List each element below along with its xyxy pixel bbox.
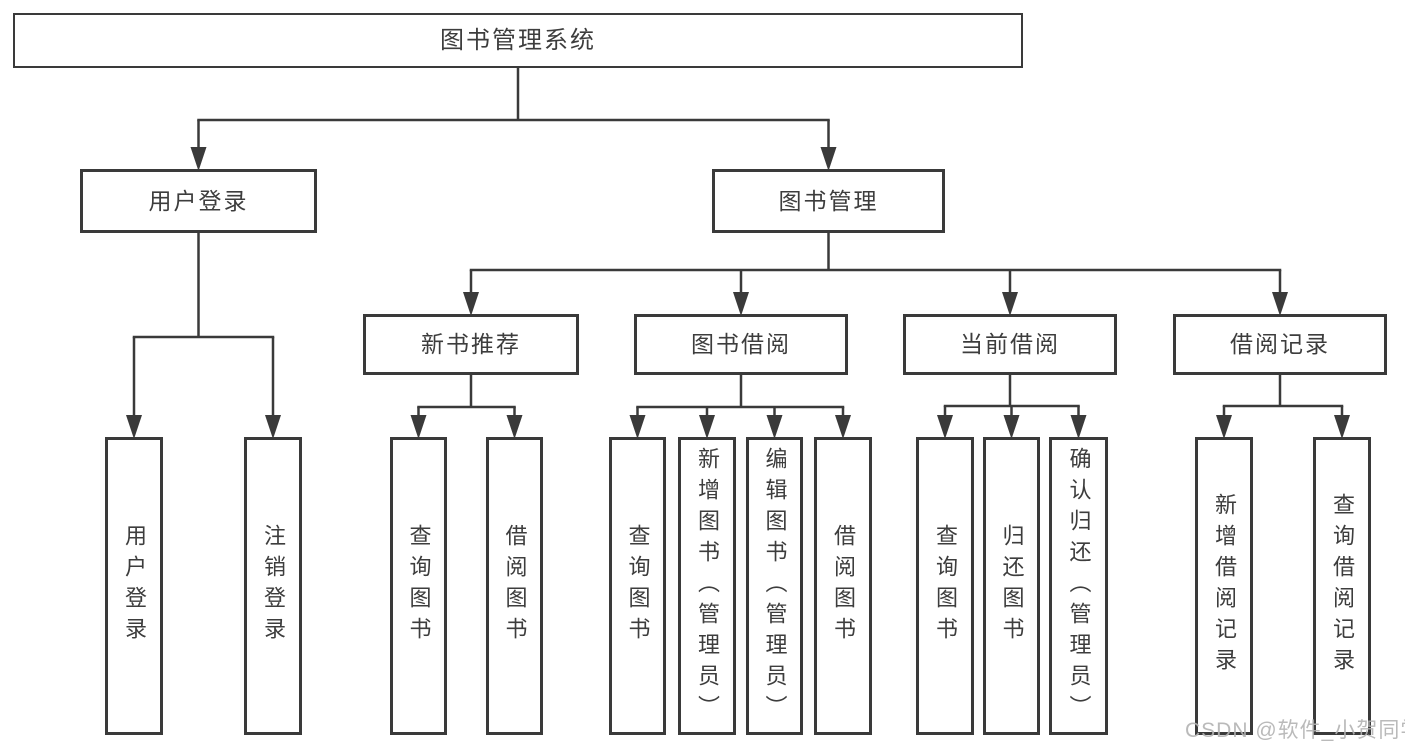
node-user-login-module: 用户登录 [80,169,317,233]
node-user-login-module-label: 用户登录 [148,187,249,214]
arrowhead-icon [410,415,427,439]
node-confirm-return-admin: 确认归还（管理员） [1049,437,1108,735]
arrowhead-icon [699,415,715,439]
node-current-borrowing: 当前借阅 [903,314,1117,375]
arrowhead-icon [1003,415,1020,439]
node-new-book-recommendation-label: 新书推荐 [421,331,521,357]
arrowhead-icon [126,415,142,439]
node-book-borrowing: 图书借阅 [634,314,848,375]
node-add-borrow-record: 新增借阅记录 [1195,437,1253,735]
node-user-login: 用户登录 [105,437,163,735]
arrowhead-icon [1002,292,1018,316]
node-borrowing-records-label: 借阅记录 [1230,331,1330,357]
arrowhead-icon [190,147,207,171]
node-book-borrowing-label: 图书借阅 [691,331,791,357]
arrowhead-icon [1216,415,1232,439]
node-query-borrow-record-label: 查询借阅记录 [1330,493,1355,679]
arrowhead-icon [265,415,281,439]
node-borrow-books-recommend: 借阅图书 [486,437,543,735]
node-query-books-recommend: 查询图书 [390,437,447,735]
node-query-books-borrowing-label: 查询图书 [625,524,651,648]
node-query-borrow-record: 查询借阅记录 [1313,437,1371,735]
arrowhead-icon [463,292,479,316]
node-query-books-current-label: 查询图书 [933,524,958,648]
arrowhead-icon [820,147,837,171]
node-borrow-books-borrowing-label: 借阅图书 [831,524,856,648]
arrowhead-icon [937,415,953,439]
node-edit-books-admin-label: 编辑图书（管理员） [762,446,788,726]
arrowhead-icon [835,415,851,439]
node-library-management-system-label: 图书管理系统 [440,26,596,54]
node-edit-books-admin: 编辑图书（管理员） [746,437,803,735]
node-add-books-admin-label: 新增图书（管理员） [695,446,720,726]
node-add-borrow-record-label: 新增借阅记录 [1212,493,1237,679]
arrowhead-icon [1272,292,1288,316]
node-return-books: 归还图书 [983,437,1040,735]
node-query-books-recommend-label: 查询图书 [406,524,432,648]
arrowhead-icon [629,415,646,439]
node-return-books-label: 归还图书 [999,524,1025,648]
node-borrow-books-borrowing: 借阅图书 [814,437,872,735]
node-user-login-label: 用户登录 [122,524,147,648]
node-borrowing-records: 借阅记录 [1173,314,1387,375]
node-logout-label: 注销登录 [261,524,286,648]
node-book-management-module-label: 图书管理 [778,187,879,214]
node-add-books-admin: 新增图书（管理员） [678,437,736,735]
node-borrow-books-recommend-label: 借阅图书 [502,524,528,648]
node-query-books-current: 查询图书 [916,437,974,735]
node-library-management-system: 图书管理系统 [13,13,1023,68]
node-book-management-module: 图书管理 [712,169,945,233]
node-current-borrowing-label: 当前借阅 [960,331,1060,357]
node-confirm-return-admin-label: 确认归还（管理员） [1066,446,1092,726]
arrowhead-icon [733,292,749,316]
node-logout: 注销登录 [244,437,302,735]
arrowhead-icon [506,415,523,439]
node-query-books-borrowing: 查询图书 [609,437,666,735]
node-new-book-recommendation: 新书推荐 [363,314,579,375]
arrowhead-icon [766,415,783,439]
arrowhead-icon [1334,415,1350,439]
arrowhead-icon [1070,415,1087,439]
watermark-text: CSDN @软件_小贺同学 [1185,719,1405,742]
